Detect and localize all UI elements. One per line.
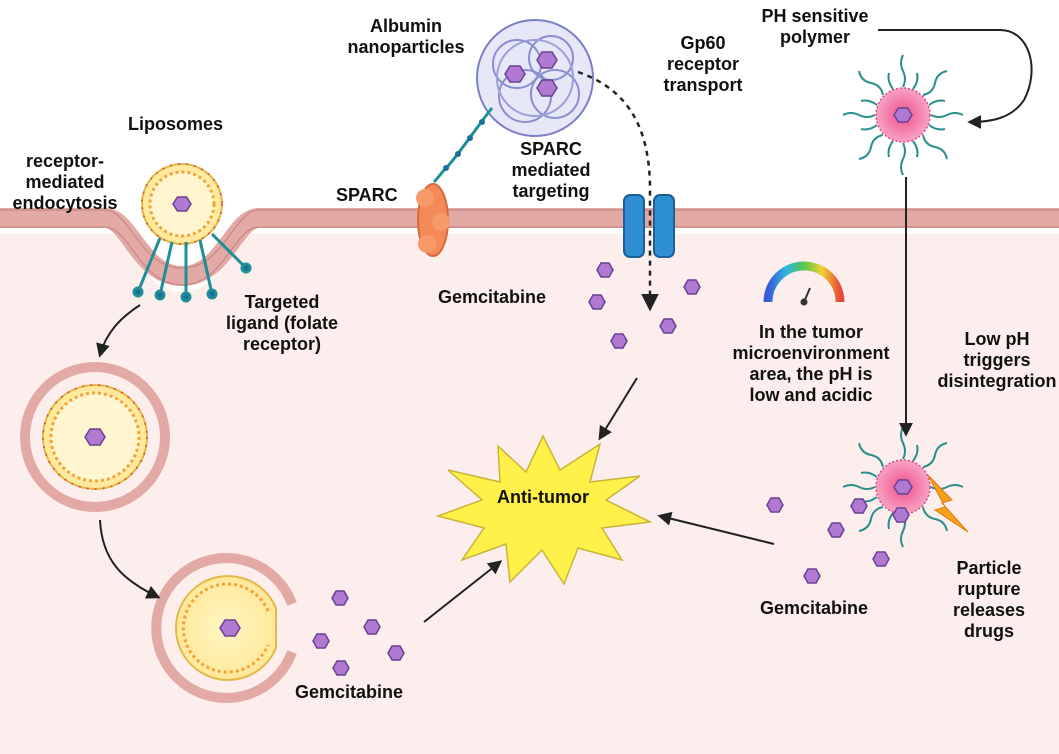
anti-tumor-label: Anti-tumor <box>497 487 589 507</box>
sparc-label: SPARC <box>336 185 398 205</box>
endosome-liposome-icon <box>20 362 170 512</box>
anti-tumor-burst-icon <box>435 434 653 586</box>
lipo-arrow-1 <box>96 304 141 358</box>
release-arrow-top <box>598 377 638 441</box>
gp60-channel-icon <box>623 194 675 258</box>
gemcitabine-bottom-label: Gemcitabine <box>295 682 404 702</box>
ph-polymer-label: PH sensitive polymer <box>761 6 869 47</box>
sparc-protein-icon <box>416 183 450 257</box>
targeted-ligand-label: Targeted ligand (folate receptor) <box>226 292 338 354</box>
lightning-icon <box>927 474 969 533</box>
liposome-icon <box>141 163 223 245</box>
gemcitabine-molecule-icon <box>312 633 330 649</box>
sparc-targeting-label: SPARC mediated targeting <box>511 139 591 201</box>
tumor-environment-label: In the tumor microenvironment area, the … <box>732 322 890 405</box>
ph-gauge-icon <box>763 261 845 306</box>
gemcitabine-molecule-icon <box>803 568 821 584</box>
gemcitabine-molecule-icon <box>659 318 677 334</box>
release-arrow-left <box>423 560 503 623</box>
release-arrow-right <box>657 511 775 545</box>
particle-rupture-label: Particle rupture releases drugs <box>952 558 1026 641</box>
gemcitabine-molecule-icon <box>892 507 910 523</box>
receptor-endocytosis-label: receptor- mediated endocytosis <box>12 151 118 213</box>
polymer-return-arrow <box>878 29 1033 129</box>
liposomes-label: Liposomes <box>128 114 224 134</box>
gemcitabine-molecules <box>312 262 910 676</box>
gemcitabine-molecule-icon <box>610 333 628 349</box>
albumin-nanoparticle-icon <box>476 19 594 137</box>
gemcitabine-molecule-icon <box>827 522 845 538</box>
gemcitabine-molecule-icon <box>332 660 350 676</box>
gemcitabine-molecule-icon <box>766 497 784 513</box>
gemcitabine-molecule-icon <box>331 590 349 606</box>
gemcitabine-molecule-icon <box>683 279 701 295</box>
gemcitabine-right-label: Gemcitabine <box>760 598 869 618</box>
targeted-ligand-group <box>132 232 252 303</box>
gemcitabine-molecule-icon <box>588 294 606 310</box>
polymer-micelle-icon <box>842 54 964 176</box>
lipo-arrow-2 <box>99 519 161 599</box>
gemcitabine-molecule-icon <box>850 498 868 514</box>
gemcitabine-top-label: Gemcitabine <box>438 287 547 307</box>
gp60-transport-arrow <box>577 70 659 312</box>
gemcitabine-molecule-icon <box>872 551 890 567</box>
cell-membrane <box>0 208 1059 287</box>
albumin-nanoparticles-label: Albumin nanoparticles <box>347 16 465 57</box>
gemcitabine-molecule-icon <box>363 619 381 635</box>
sparc-tether <box>432 107 494 184</box>
gp60-transport-label: Gp60 receptor transport <box>663 33 743 95</box>
low-ph-label: Low pH triggers disintegration <box>937 329 1057 391</box>
gemcitabine-molecule-icon <box>596 262 614 278</box>
ruptured-liposome-icon <box>151 553 297 703</box>
gemcitabine-molecule-icon <box>387 645 405 661</box>
